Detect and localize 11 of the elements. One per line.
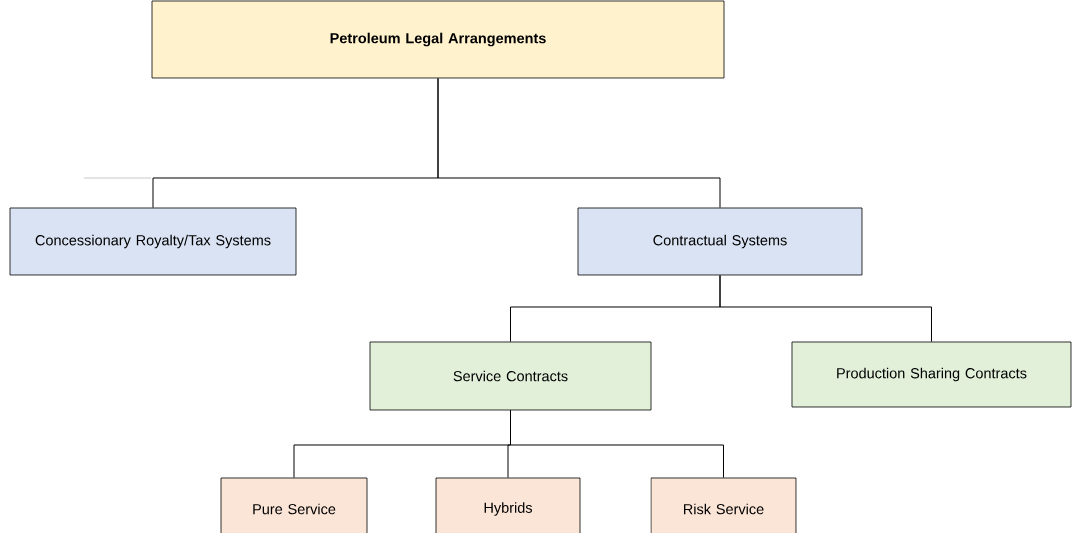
category-box: Contractual Systems	[577, 207, 863, 276]
service-box: Hybrids	[435, 477, 581, 533]
connector-line	[510, 409, 724, 479]
contract-box: Production Sharing Contracts	[791, 341, 1072, 408]
service-box: Risk Service	[650, 477, 797, 533]
title-box: Petroleum Legal Arrangements	[151, 0, 725, 79]
category-box: Concessionary Royalty/Tax Systems	[9, 207, 297, 276]
contract-box: Service Contracts	[369, 341, 652, 411]
service-box: Pure Service	[220, 477, 368, 533]
connector-line	[437, 77, 721, 209]
connector-line	[719, 274, 932, 343]
